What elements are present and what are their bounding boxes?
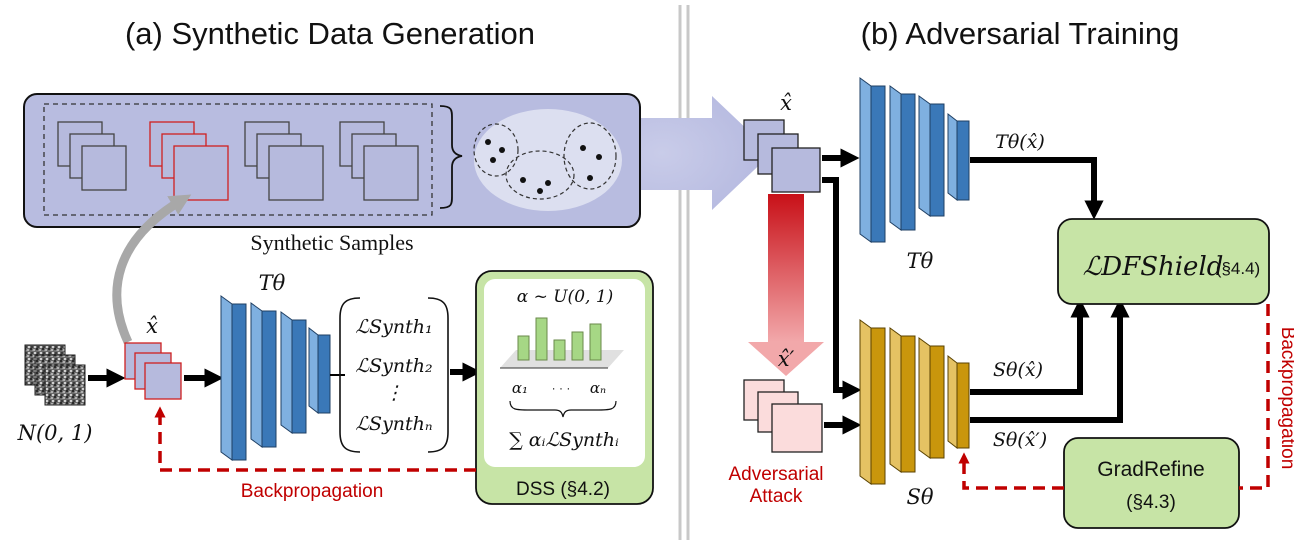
backprop-gradrefine-to-student: [958, 452, 1064, 490]
dfshield-loss-box: [1057, 218, 1270, 305]
student-output-clean-label: Sθ(x̂): [993, 359, 1043, 381]
xhat-label-b: x̂: [780, 91, 792, 115]
xhat-prime-label: x̂′: [778, 347, 795, 371]
sample-stack-2-highlighted: [149, 121, 229, 201]
noise-input-stack: [24, 344, 86, 406]
xhat-stack-a: [124, 342, 182, 400]
synth-loss-dots: ⋮: [385, 382, 404, 404]
sample-stack-4: [339, 121, 419, 201]
dss-weighted-sum: ∑ αᵢℒSynthᵢ: [509, 429, 619, 451]
teacher-network-a: [220, 295, 331, 461]
dfshield-loss-label: ℒDFShield: [1083, 252, 1224, 282]
gradrefine-box: [1063, 437, 1240, 529]
xhat-to-student-arrow-b: [822, 177, 862, 400]
synth-losses-group: ℒSynth₁ ℒSynth₂ ⋮ ℒSynthₙ: [339, 297, 449, 453]
adversarial-arrow-head: [748, 342, 824, 376]
teacher-label-b: Tθ: [907, 249, 934, 273]
synthetic-samples-label: Synthetic Samples: [250, 230, 413, 255]
sample-stack-3: [244, 121, 324, 201]
dss-bar-plot: [500, 317, 624, 369]
adversarial-attack-line2: Attack: [750, 486, 803, 507]
adversarial-attack-line1: Adversarial: [728, 464, 823, 485]
dss-underbrace: [509, 400, 617, 418]
gradrefine-line2: (§4.3): [1126, 492, 1176, 513]
big-transfer-arrow: [615, 96, 772, 210]
teacher-label-a: Tθ: [259, 271, 286, 295]
dss-alpha-dots: · · ·: [552, 381, 571, 395]
panel-a-title: (a) Synthetic Data Generation: [125, 16, 535, 51]
student-adv-output-arrow: [970, 298, 1130, 423]
student-clean-output-arrow: [970, 298, 1090, 395]
adversarial-arrow-shaft: [768, 194, 804, 342]
dss-alpha-last: αₙ: [590, 379, 606, 397]
synth-loss-2: ℒSynth₂: [355, 355, 432, 377]
synthetic-samples-dashed-box: [43, 103, 433, 216]
dss-label: DSS (§4.2): [516, 479, 610, 500]
teacher-network-b: [859, 77, 970, 243]
backprop-label-b: Backpropagation: [1277, 327, 1294, 470]
dss-inner-panel: [484, 279, 645, 467]
synth-loss-n: ℒSynthₙ: [355, 413, 432, 435]
samples-brace: [439, 105, 463, 209]
gradrefine-line1: GradRefine: [1097, 458, 1204, 481]
feature-cluster-plot: [473, 109, 622, 211]
student-label: Sθ: [906, 485, 933, 509]
xhat-label-a: x̂: [146, 314, 158, 338]
dfshield-loss-ref: (§4.4): [1216, 259, 1260, 278]
synth-loss-1: ℒSynth₁: [355, 316, 432, 338]
dss-alpha-first: α₁: [512, 379, 528, 397]
teacher-output-label: Tθ(x̂): [995, 131, 1045, 153]
dss-alpha-distribution: α ~ U(0, 1): [517, 287, 614, 307]
panel-b-title: (b) Adversarial Training: [861, 16, 1180, 51]
student-output-adv-label: Sθ(x̂′): [993, 429, 1047, 451]
backprop-path-a: [154, 406, 476, 472]
store-samples-arrow: [112, 194, 192, 344]
xhat-prime-stack: [743, 379, 823, 453]
student-network: [859, 319, 970, 485]
noise-label: N(0, 1): [17, 421, 93, 445]
teacher-output-arrow: [970, 157, 1104, 220]
backprop-path-b: [1239, 304, 1270, 490]
backprop-label-a: Backpropagation: [241, 481, 384, 502]
sample-stack-1: [57, 121, 127, 191]
panel-separator: [678, 5, 690, 540]
xhat-stack-b: [743, 119, 821, 193]
